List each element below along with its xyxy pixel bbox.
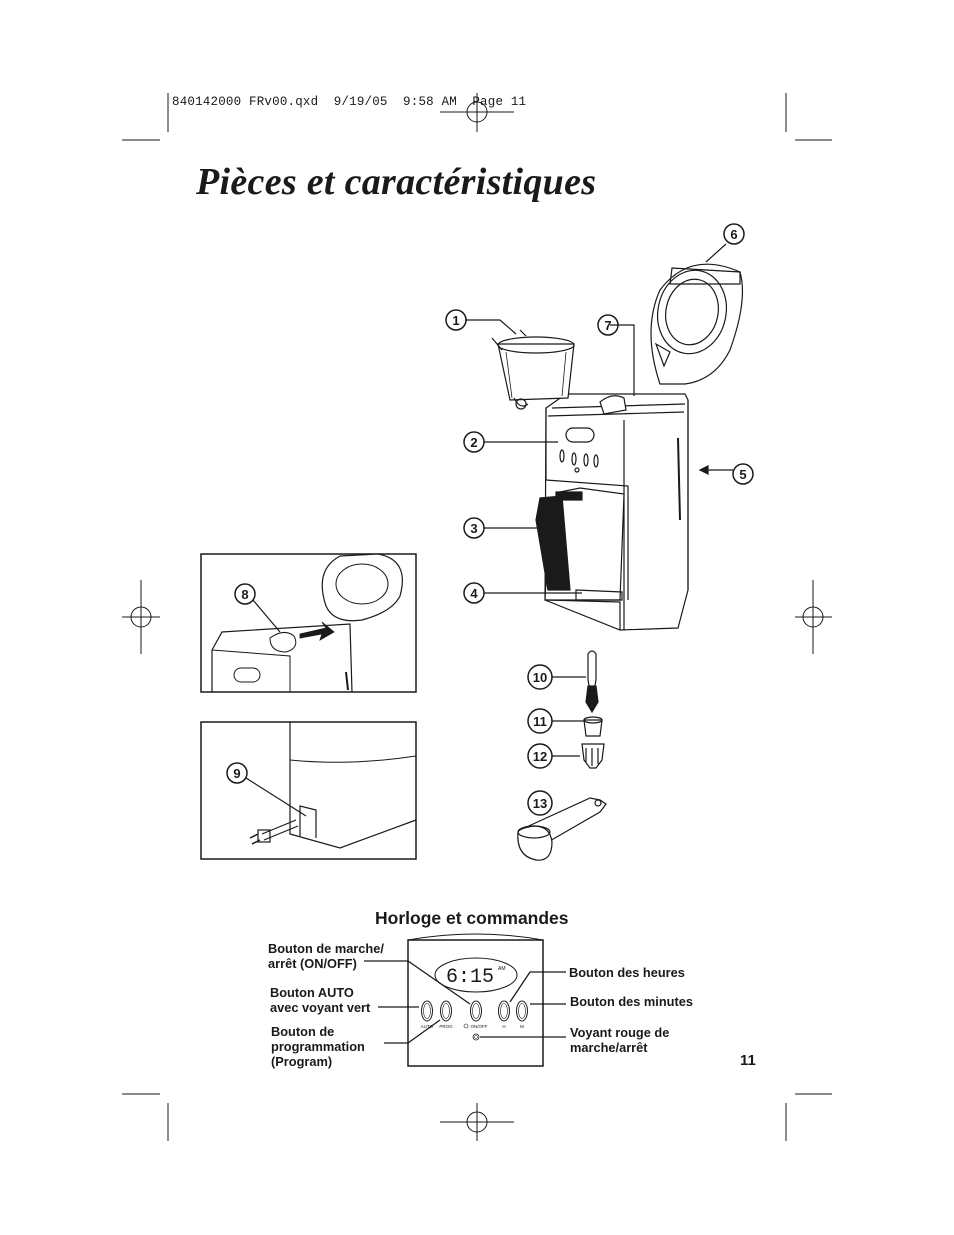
label-auto: Bouton AUTO avec voyant vert — [270, 985, 371, 1015]
callout-number: 11 — [533, 714, 547, 729]
inset-cord-storage — [200, 721, 417, 860]
button-mark-prog: PROG — [439, 1024, 453, 1029]
accessory-scoop — [517, 797, 607, 861]
callout-number: 4 — [470, 586, 478, 601]
page-title: Pièces et caractéristiques — [196, 161, 597, 203]
callout-number: 1 — [452, 313, 459, 328]
page-number: 11 — [740, 1052, 756, 1069]
label-program: Bouton de programmation (Program) — [271, 1024, 365, 1069]
callout-number: 7 — [604, 318, 611, 333]
accessory-holder — [552, 743, 605, 769]
accessory-cleaning-tool — [552, 650, 599, 714]
callout-circles — [226, 223, 754, 816]
accessory-cap — [552, 716, 603, 737]
display-time: 6:15 — [446, 966, 494, 989]
callout-number: 9 — [233, 766, 240, 781]
callout-number: 10 — [533, 670, 547, 685]
callout-number: 5 — [739, 467, 746, 482]
controls-heading: Horloge et commandes — [375, 908, 569, 928]
callout-number: 3 — [470, 521, 477, 536]
label-power-light: Voyant rouge de marche/arrêt — [570, 1025, 670, 1055]
inset-water-reservoir — [200, 553, 417, 693]
control-panel-leaders — [364, 960, 566, 1044]
file-slug: 840142000 FRv00.qxd 9/19/05 9:58 AM Page… — [172, 95, 527, 109]
callout-number: 6 — [730, 227, 737, 242]
button-mark-h: H — [502, 1024, 505, 1029]
button-mark-onoff: ON/OFF — [471, 1024, 488, 1029]
callout-number: 8 — [241, 587, 248, 602]
label-minutes: Bouton des minutes — [570, 994, 693, 1009]
registration-mark-left — [122, 580, 160, 654]
display-ampm: AM — [498, 966, 506, 972]
callout-numbers: 1 2 3 4 5 6 7 8 9 10 11 12 13 — [233, 227, 746, 811]
control-panel-diagram — [407, 933, 544, 1067]
registration-mark-top — [440, 93, 514, 132]
crop-marks — [122, 93, 832, 1141]
registration-mark-right — [795, 580, 832, 654]
panel-text: 6:15 AM AUTO PROG ON/OFF H M — [421, 966, 524, 1029]
label-hours: Bouton des heures — [569, 965, 685, 980]
callout-number: 13 — [533, 796, 547, 811]
registration-mark-bottom — [440, 1103, 514, 1141]
callout-number: 12 — [533, 749, 547, 764]
button-mark-m: M — [520, 1024, 524, 1029]
coffee-maker-illustration — [491, 263, 744, 631]
button-mark-auto: AUTO — [421, 1024, 434, 1029]
callout-number: 2 — [470, 435, 477, 450]
label-on-off: Bouton de marche/ arrêt (ON/OFF) — [268, 941, 384, 971]
